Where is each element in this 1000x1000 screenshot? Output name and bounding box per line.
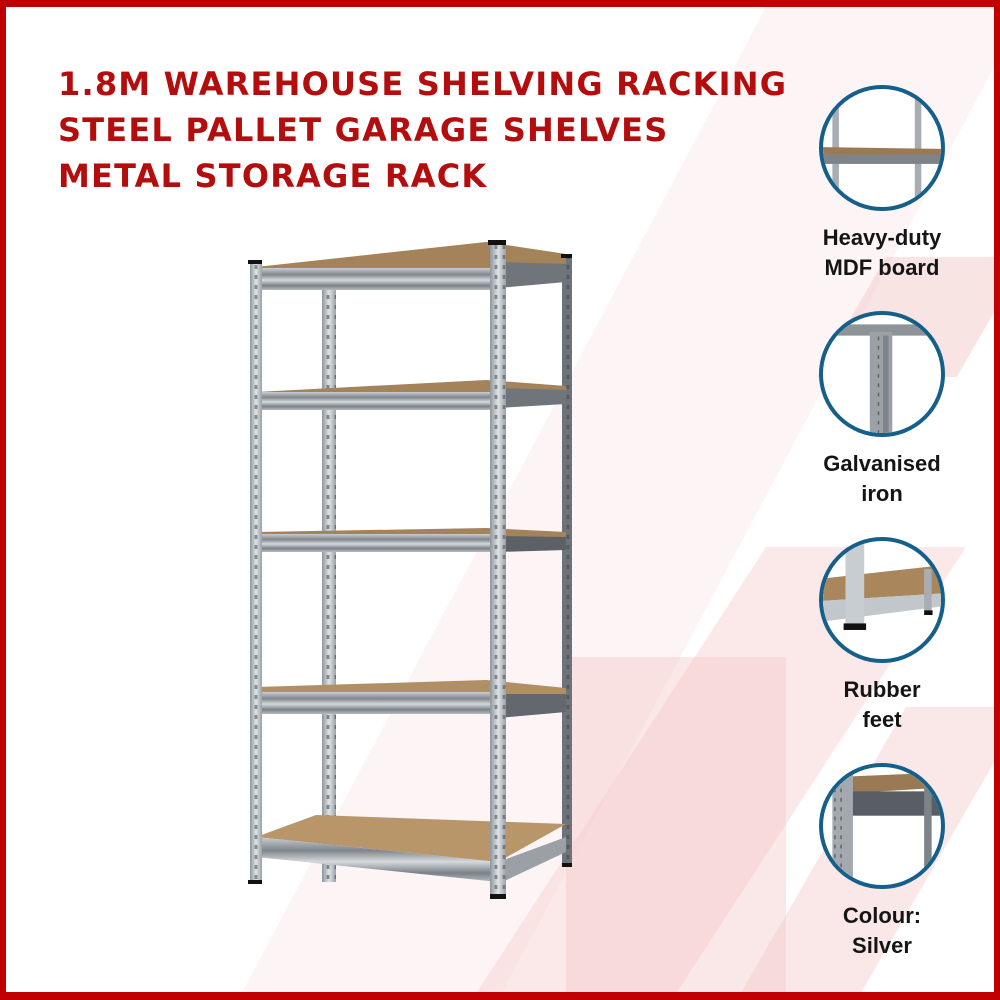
page-title: 1.8M WAREHOUSE SHELVING RACKING STEEL PA…: [58, 61, 798, 199]
feature-label: Galvanised iron: [823, 451, 941, 506]
feature-list: Heavy-duty MDF board Galvanised iron: [812, 75, 962, 979]
feature-item: Colour: Silver: [812, 753, 962, 979]
shelf-tier-2: [256, 380, 566, 410]
title-line-1: 1.8M WAREHOUSE SHELVING RACKING: [58, 65, 788, 103]
title-line-3: METAL STORAGE RACK: [58, 157, 488, 195]
shelf-board-closeup-icon: [819, 85, 945, 211]
feature-item: Heavy-duty MDF board: [812, 75, 962, 301]
shelf-tier-3: [256, 528, 566, 552]
feature-label: Rubber feet: [843, 677, 921, 732]
feature-label: Colour: Silver: [842, 903, 922, 958]
rubber-foot-closeup-icon: [819, 537, 945, 663]
feature-item: Rubber feet: [812, 527, 962, 753]
shelf-tier-5: [256, 815, 566, 884]
silver-frame-closeup-icon: [819, 763, 945, 889]
shelf-tier-1: [256, 242, 566, 290]
feature-item: Galvanised iron: [812, 301, 962, 527]
feature-label: Heavy-duty MDF board: [822, 225, 942, 280]
upright-post-closeup-icon: [819, 311, 945, 437]
shelf-tier-4: [256, 680, 566, 718]
title-line-2: STEEL PALLET GARAGE SHELVES: [58, 111, 669, 149]
shelving-rack-image: [248, 240, 572, 899]
